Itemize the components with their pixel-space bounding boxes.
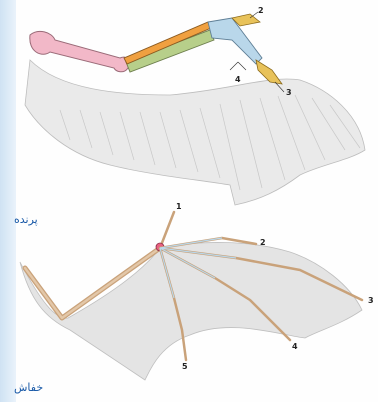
bird-wing [25, 12, 365, 205]
bird-humerus [30, 31, 129, 71]
bird-number-3: 3 [286, 88, 292, 97]
bat-number-2: 2 [260, 238, 266, 247]
bat-label: خفاش [14, 381, 43, 394]
bird-digit-3 [256, 60, 282, 84]
bat-number-1: 1 [176, 202, 182, 211]
bird-number-4: 4 [235, 75, 241, 84]
bird-carpometacarpus [208, 18, 262, 64]
bat-number-4: 4 [292, 342, 298, 351]
bird-number-2: 2 [258, 6, 264, 15]
bird-label: پرنده [14, 213, 38, 226]
bat-number-5: 5 [182, 362, 188, 371]
bat-wing [20, 212, 362, 380]
bat-number-3: 3 [368, 296, 374, 305]
bird-feather-fan [25, 60, 365, 205]
bat-digit-1 [160, 212, 174, 248]
